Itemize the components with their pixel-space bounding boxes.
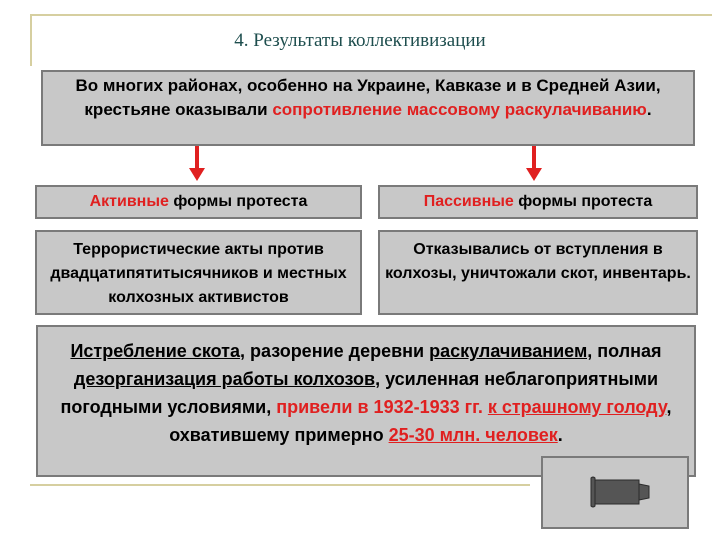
active-header-rest: формы протеста (168, 193, 308, 210)
result-s8: к страшному голоду (487, 397, 667, 417)
frame-bottom-line (30, 484, 530, 486)
arrow-right-shaft (532, 146, 536, 170)
intro-text: Во многих районах, особенно на Украине, … (75, 76, 661, 119)
passive-header-rest: формы протеста (513, 193, 653, 210)
result-s6: , усиленная неблагоприятными погодными у… (60, 369, 659, 417)
arrow-left-shaft (195, 146, 199, 170)
frame-left-line (30, 14, 32, 66)
active-text: Террористические акты против двадцатипят… (50, 241, 347, 306)
result-s9: , охватившему примерно (169, 397, 672, 445)
result-s4: полная (592, 341, 662, 361)
result-s11: . (557, 425, 563, 445)
result-s2: , разорение деревни (239, 341, 430, 361)
passive-text-box: Отказывались от вступления в колхозы, ун… (378, 230, 698, 315)
active-text-box: Террористические акты против двадцатипят… (35, 230, 362, 315)
active-header-red: Активные (89, 193, 169, 210)
intro-box: Во многих районах, особенно на Украине, … (41, 70, 695, 146)
frame-top-line (30, 14, 712, 16)
slide-title: 4. Результаты коллективизации (234, 30, 486, 51)
film-camera-button[interactable] (541, 456, 689, 529)
result-box: Истребление скота, разорение деревни рас… (36, 325, 696, 477)
active-header: Активные формы протеста (35, 185, 362, 219)
intro-highlight: сопротивление массовому раскулачиванию (272, 100, 647, 119)
passive-header-red: Пассивные (423, 193, 514, 210)
result-s10: 25-30 млн. человек (388, 425, 558, 445)
intro-end: . (646, 100, 652, 119)
arrow-left-head (189, 168, 205, 181)
passive-text: Отказывались от вступления в колхозы, ун… (385, 241, 691, 282)
film-camera-icon (590, 476, 650, 508)
arrow-right-head (526, 168, 542, 181)
result-s1: Истребление скота (70, 341, 240, 361)
result-s7: привели в 1932-1933 гг. (276, 397, 488, 417)
result-s3: раскулачиванием, (429, 341, 593, 361)
passive-header: Пассивные формы протеста (378, 185, 698, 219)
result-s5: дезорганизация работы колхозов (73, 369, 376, 389)
